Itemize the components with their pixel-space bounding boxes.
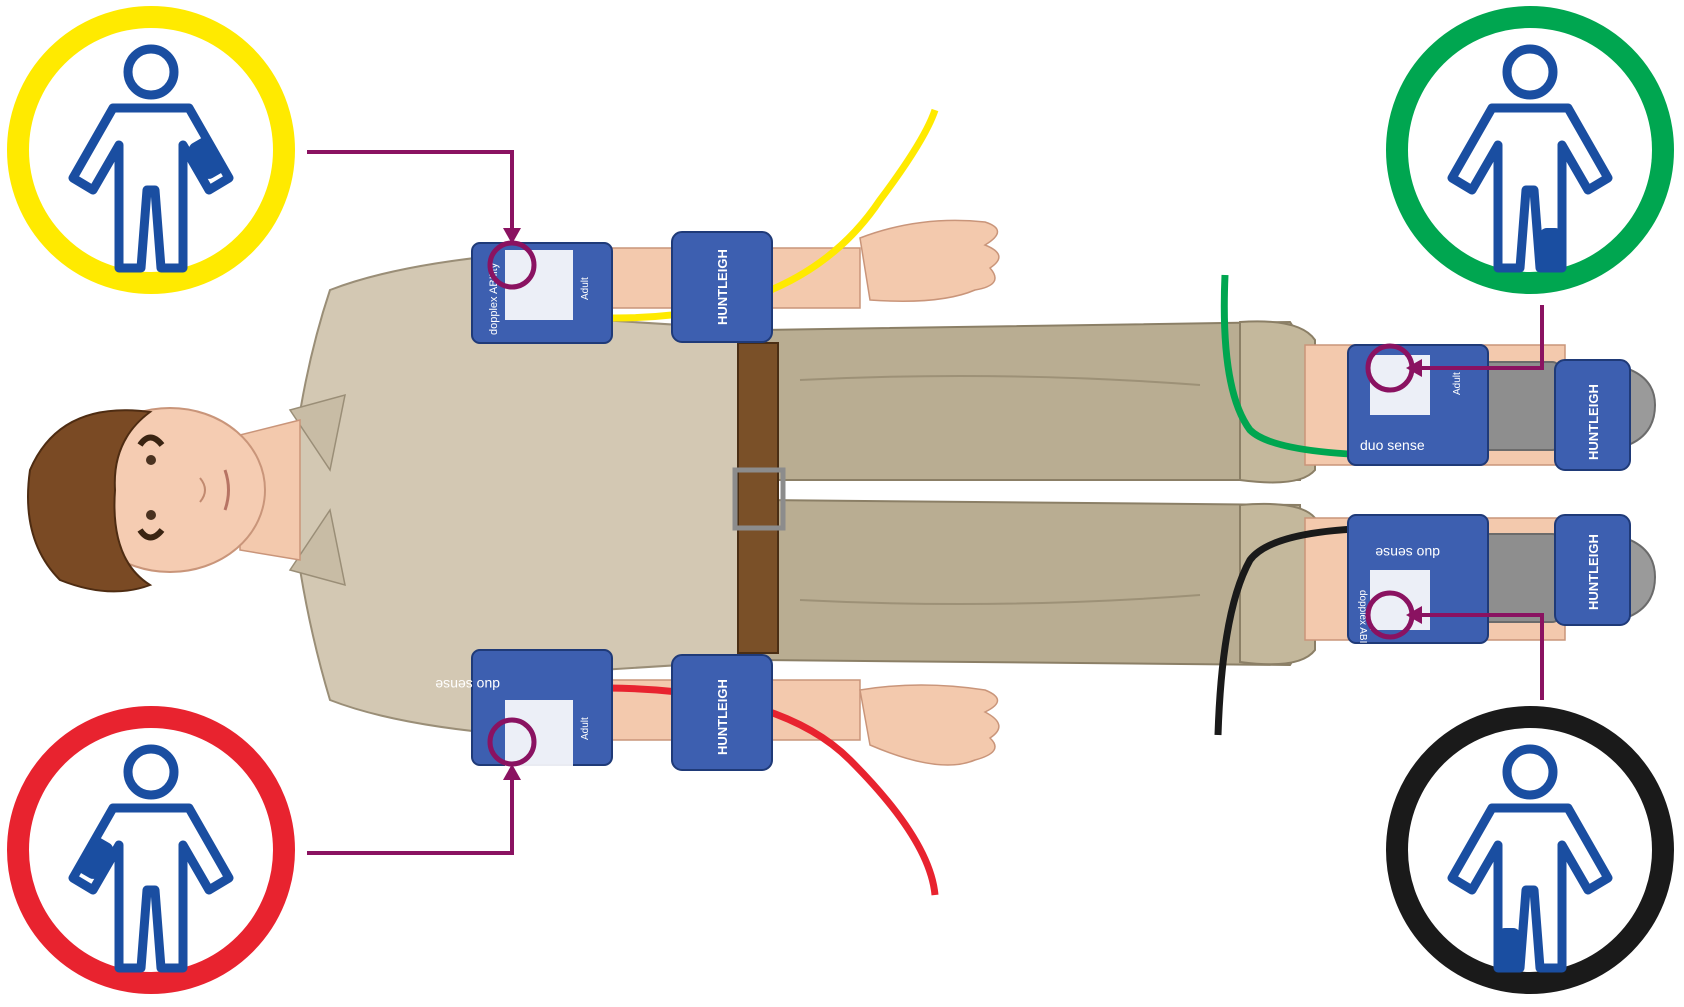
cuff-highlight-left-ankle: [1497, 928, 1521, 968]
icon-ring-red: [18, 717, 284, 983]
limb-icon-right-ankle: [1397, 17, 1663, 283]
cuff-brand-text: HUNTLEIGH: [1586, 534, 1601, 610]
cuff-logo-text: duo sense: [1375, 545, 1440, 561]
limb-icon-right-arm: [18, 17, 284, 283]
cuff-size-text: Adult: [1452, 372, 1463, 395]
cuff-logo-text: duo sense: [1360, 437, 1425, 453]
cuff-size-text: Adult: [580, 277, 591, 300]
cuff-highlight-right-ankle: [1539, 228, 1563, 268]
cuff-product-text: dopplex ABIlity: [1357, 590, 1368, 656]
cuff-brand-text: HUNTLEIGH: [715, 679, 730, 755]
limb-icon-left-ankle: [1397, 717, 1663, 983]
icon-ring-yellow: [18, 17, 284, 283]
connector-left-arm: [307, 778, 512, 853]
patient-figure: [28, 220, 1655, 765]
belt: [738, 343, 778, 653]
icon-ring-green: [1397, 17, 1663, 283]
limb-icon-left-arm: [18, 717, 284, 983]
cuff-size-text: Adult: [580, 717, 591, 740]
cuff-logo-text: duo sense: [435, 677, 500, 693]
cuff-right-ankle: HUNTLEIGH duo sense Adult: [1348, 345, 1630, 470]
cuff-brand-text: HUNTLEIGH: [715, 249, 730, 325]
cuff-left-arm: HUNTLEIGH duo sense Adult: [435, 650, 772, 770]
connector-right-arm: [307, 152, 512, 230]
cuff-brand-text: HUNTLEIGH: [1586, 384, 1601, 460]
icon-ring-black: [1397, 717, 1663, 983]
